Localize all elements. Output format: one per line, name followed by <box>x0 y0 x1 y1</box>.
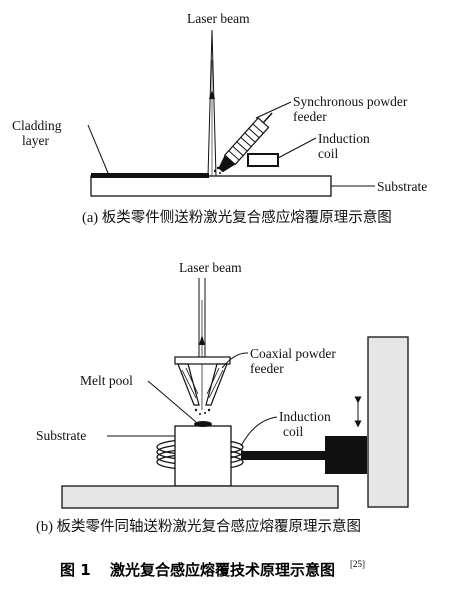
vertical-column <box>367 336 409 508</box>
coaxial-feeder-leader <box>221 352 249 369</box>
cladding-leader <box>87 124 109 174</box>
induction-coil-label-b2: coil <box>283 424 303 439</box>
induction-coil-leader-b <box>240 416 278 447</box>
melt-pool-leader <box>147 380 197 423</box>
powder-feeder-leader <box>255 101 292 119</box>
figure-title-text: 激光复合感应熔覆技术原理示意图 <box>110 561 335 579</box>
melt-pool <box>194 421 212 427</box>
coaxial-feeder-label-2: feeder <box>250 361 284 376</box>
cladding-layer-label-2: layer <box>22 133 49 148</box>
synchronous-powder-feeder <box>218 112 273 173</box>
coil-connector-bar <box>241 451 329 460</box>
figure-number: 图 1 <box>60 561 91 579</box>
induction-coil-label-a2: coil <box>318 146 338 161</box>
laser-beam-label-b: Laser beam <box>179 260 242 275</box>
induction-coil-a <box>247 153 279 167</box>
caption-b: (b) 板类零件同轴送粉激光复合感应熔覆原理示意图 <box>36 517 361 535</box>
figure-title: 图 1 激光复合感应熔覆技术原理示意图 [25] <box>60 559 365 579</box>
powder-stream-a <box>213 166 221 174</box>
cladding-layer <box>91 173 209 178</box>
caption-a: (a) 板类零件侧送粉激光复合感应熔覆原理示意图 <box>82 208 392 226</box>
substrate-plate-a <box>90 175 332 197</box>
substrate-label-b: Substrate <box>36 428 86 443</box>
laser-beam-label-a: Laser beam <box>187 11 250 26</box>
coaxial-powder-feeder <box>174 356 231 415</box>
powder-feeder-label-2: feeder <box>293 109 327 124</box>
panel-a: Laser beam <box>12 11 427 226</box>
coaxial-feeder-label-1: Coaxial powder <box>250 346 336 361</box>
figure-reference: [25] <box>350 559 365 569</box>
powder-feeder-label-1: Synchronous powder <box>293 94 408 109</box>
base-plate <box>61 485 339 509</box>
melt-pool-label: Melt pool <box>80 373 133 388</box>
coil-power-head <box>325 436 367 474</box>
cladding-layer-label-1: Cladding <box>12 118 62 133</box>
induction-coil-leader-a <box>277 137 317 159</box>
induction-coil-label-b1: Induction <box>279 409 331 424</box>
substrate-label-a: Substrate <box>377 179 427 194</box>
laser-beam-b <box>198 278 206 410</box>
substrate-block-b <box>174 425 232 487</box>
panel-b: Laser beam <box>36 260 409 535</box>
laser-beam-a <box>207 29 217 177</box>
induction-coil-label-a1: Induction <box>318 131 370 146</box>
